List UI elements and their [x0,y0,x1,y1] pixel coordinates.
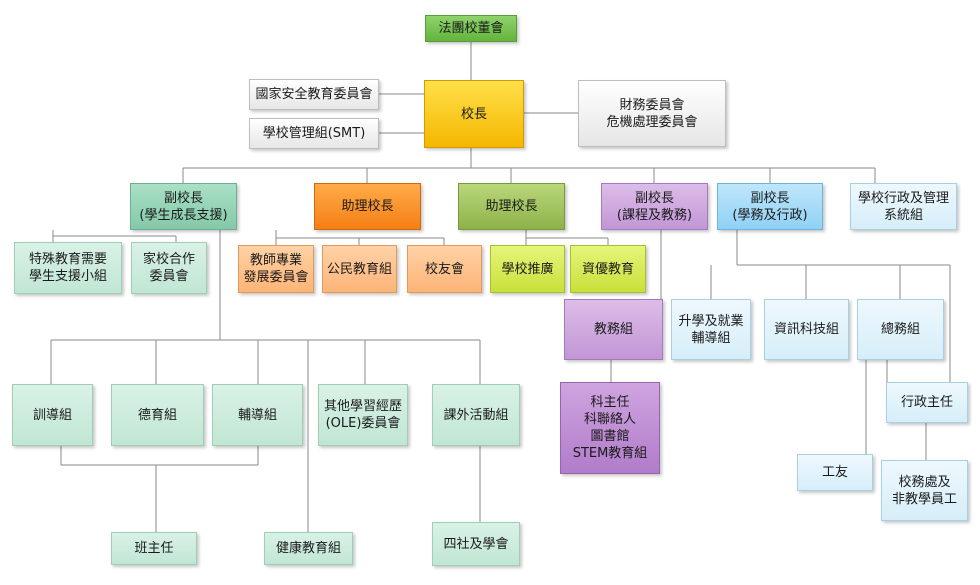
node-label-line: 總務組 [880,322,920,337]
node-label-line: 非教學員工 [891,491,957,507]
node-label-line: 行政主任 [900,395,953,410]
node-general-affairs: 總務組 [857,299,944,360]
node-label-line: 國家安全教育委員會 [255,87,373,102]
node-label-line: 財務委員會 [619,97,685,113]
node-admin-system-team: 學校行政及管理系統組 [850,183,957,230]
node-school-promotion: 學校推廣 [490,245,565,293]
node-label-line: 科聯絡人 [583,412,636,427]
node-label-line: (課程及教務) [616,207,693,223]
node-label-line: 輔導組 [691,330,731,346]
node-alumni: 校友會 [407,245,482,293]
node-label-line: 圖書館 [590,429,630,444]
node-label-line: 教師專業 [249,253,302,268]
node-label-line: 副校長 [163,190,203,206]
node-houses-clubs: 四社及學會 [432,522,520,566]
node-executive-officer: 行政主任 [886,382,968,423]
node-principal: 校長 [424,80,524,148]
node-label-line: 教務組 [593,322,633,337]
node-label-line: 四社及學會 [443,536,509,552]
node-home-school-committee: 家校合作委員會 [131,242,207,294]
node-janitor: 工友 [797,454,873,491]
node-national-security-committee: 國家安全教育委員會 [249,79,379,110]
node-label-line: 危機處理委員會 [606,114,698,130]
node-label-line: (OLE)委員會 [325,416,401,431]
node-label-line: 學校行政及管理 [857,190,949,206]
node-vice-principal-curriculum: 副校長(課程及教務) [601,183,708,230]
node-label-line: 發展委員會 [243,270,309,285]
node-label-line: 德育組 [137,407,177,423]
node-label-line: 助理校長 [341,199,394,214]
node-health-education: 健康教育組 [264,532,353,565]
node-label-line: 副校長 [750,190,790,206]
node-label-line: 健康教育組 [275,541,341,556]
node-academic-team: 教務組 [564,299,663,360]
node-label-line: 系統組 [883,207,923,223]
node-label-line: (學生成長支援) [139,207,228,223]
node-office-staff: 校務處及非教學員工 [881,460,968,521]
node-label-line: 科主任 [590,395,630,410]
node-label-line: 校長 [460,106,487,122]
node-subject-heads: 科主任科聯絡人圖書館 STEM教育組 [560,382,660,474]
node-label-line: 工友 [821,465,848,480]
node-further-study-counselling: 升學及就業輔導組 [671,299,751,360]
node-label-line: 學校推廣 [501,261,554,277]
node-vice-principal-student: 副校長(學生成長支援) [130,183,237,230]
node-label-line: 副校長 [634,190,674,206]
node-label-line: 委員會 [149,269,189,284]
node-assistant-principal-1: 助理校長 [314,183,421,230]
node-label-line: 家校合作 [142,252,195,267]
node-label-line: 升學及就業 [678,313,744,329]
node-label-line: 輔導組 [237,407,277,423]
node-label-line: STEM教育組 [572,446,648,461]
node-label-line: 公民教育組 [326,261,392,277]
node-class-teacher: 班主任 [111,532,197,565]
node-counselling-team: 輔導組 [212,384,303,446]
node-label-line: 課外活動組 [443,407,509,423]
node-teacher-development: 教師專業發展委員會 [238,245,314,293]
node-label-line: 訓導組 [32,407,72,423]
node-label-line: 資優教育 [581,261,634,277]
node-label-line: 特殊教育需要 [28,252,107,267]
node-label-line: 其他學習經歷 [323,399,402,414]
node-eca-team: 課外活動組 [432,384,520,446]
node-label-line: 校友會 [424,261,464,277]
node-label-line: 校務處及 [898,474,951,490]
node-moral-education: 德育組 [111,384,204,446]
node-label-line: 法團校董會 [438,21,504,36]
node-civic-education: 公民教育組 [322,245,397,293]
node-vice-principal-admin: 副校長(學務及行政) [717,183,823,230]
node-gifted-education: 資優教育 [570,245,646,293]
node-label-line: 學校管理組(SMT) [262,126,366,141]
node-label-line: 學生支援小組 [28,269,107,284]
node-assistant-principal-2: 助理校長 [458,183,565,230]
node-label-line: (學務及行政) [732,207,808,223]
node-label-line: 助理校長 [485,199,538,214]
node-it-team: 資訊科技組 [764,299,849,360]
node-school-management-team: 學校管理組(SMT) [249,118,379,149]
node-ole-committee: 其他學習經歷 (OLE)委員會 [318,384,408,446]
node-label-line: 資訊科技組 [773,322,839,337]
node-sen-team: 特殊教育需要學生支援小組 [14,242,122,294]
node-finance-crisis-committee: 財務委員會危機處理委員會 [578,80,726,147]
node-label-line: 班主任 [134,541,174,556]
node-school-sponsoring-body: 法團校董會 [425,15,517,42]
node-discipline-team: 訓導組 [12,384,93,446]
